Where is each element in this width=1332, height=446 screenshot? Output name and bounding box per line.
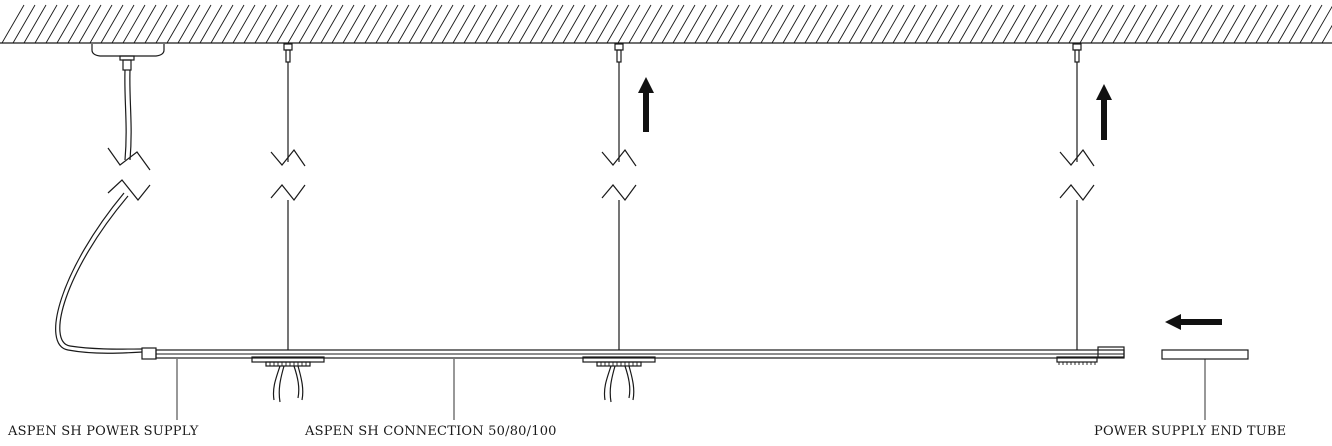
label-connection: ASPEN SH CONNECTION 50/80/100 [305, 424, 557, 439]
ceiling-canopy [91, 44, 165, 71]
label-end-tube: POWER SUPPLY END TUBE [1094, 424, 1287, 439]
ceiling-hatching [1, 4, 1332, 44]
break-mark [107, 147, 151, 171]
break-mark [270, 148, 306, 167]
up-arrow [638, 77, 654, 132]
power-connector [141, 347, 157, 360]
up-arrow [1096, 84, 1112, 140]
break-mark [1059, 148, 1095, 167]
end-unit [1056, 356, 1098, 365]
label-power-supply: ASPEN SH POWER SUPPLY [8, 424, 199, 439]
suspension-wires [270, 43, 1095, 350]
break-mark [601, 148, 637, 167]
connection-unit [582, 356, 656, 403]
power-cable [55, 69, 151, 354]
left-arrow [1165, 314, 1222, 330]
light-profile [141, 346, 1125, 360]
connection-units [251, 356, 1098, 403]
break-mark [1059, 184, 1095, 201]
end-tube [1161, 349, 1249, 360]
break-mark [270, 184, 306, 201]
break-mark [107, 179, 151, 201]
break-mark [601, 184, 637, 201]
suspension-wire [270, 43, 306, 350]
suspension-wire [1059, 43, 1095, 350]
ceiling [0, 4, 1332, 44]
suspension-wire [601, 43, 637, 350]
connection-unit [251, 356, 325, 403]
